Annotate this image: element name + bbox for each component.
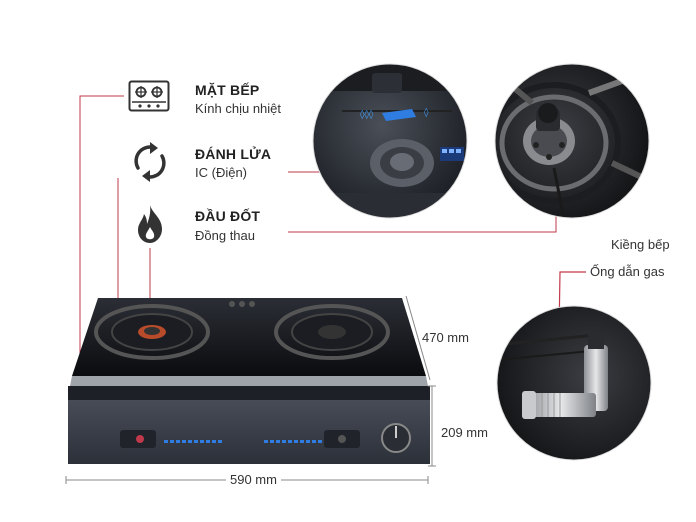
width-dimension: 590 mm	[226, 472, 281, 487]
pan-support-detail-photo	[494, 63, 650, 219]
pan-support-label: Kiềng bếp	[611, 237, 670, 252]
svg-text:◊: ◊	[424, 107, 429, 118]
feature-title-cooktop: MẶT BẾP	[195, 82, 260, 98]
gas-stove-photo	[60, 290, 440, 470]
feature-subtitle-ignition: IC (Điện)	[195, 165, 248, 180]
ignition-cycle-icon	[132, 142, 168, 182]
depth-dimension: 470 mm	[422, 330, 469, 345]
svg-text:◊◊◊: ◊◊◊	[360, 109, 374, 120]
feature-title-ignition: ĐÁNH LỬA	[195, 146, 272, 162]
feature-subtitle-burner: Đồng thau	[195, 228, 255, 243]
gas-pipe-label: Ống dẫn gas	[590, 264, 665, 279]
height-dimension: 209 mm	[441, 425, 488, 440]
cooktop-icon	[128, 80, 170, 112]
flame-icon	[134, 204, 166, 244]
ignition-detail-photo: ◊◊◊ ◊	[312, 63, 468, 219]
feature-subtitle-cooktop: Kính chịu nhiệt	[195, 101, 282, 116]
feature-title-burner: ĐẦU ĐỐT	[195, 208, 261, 224]
gas-pipe-detail-photo	[496, 305, 652, 461]
